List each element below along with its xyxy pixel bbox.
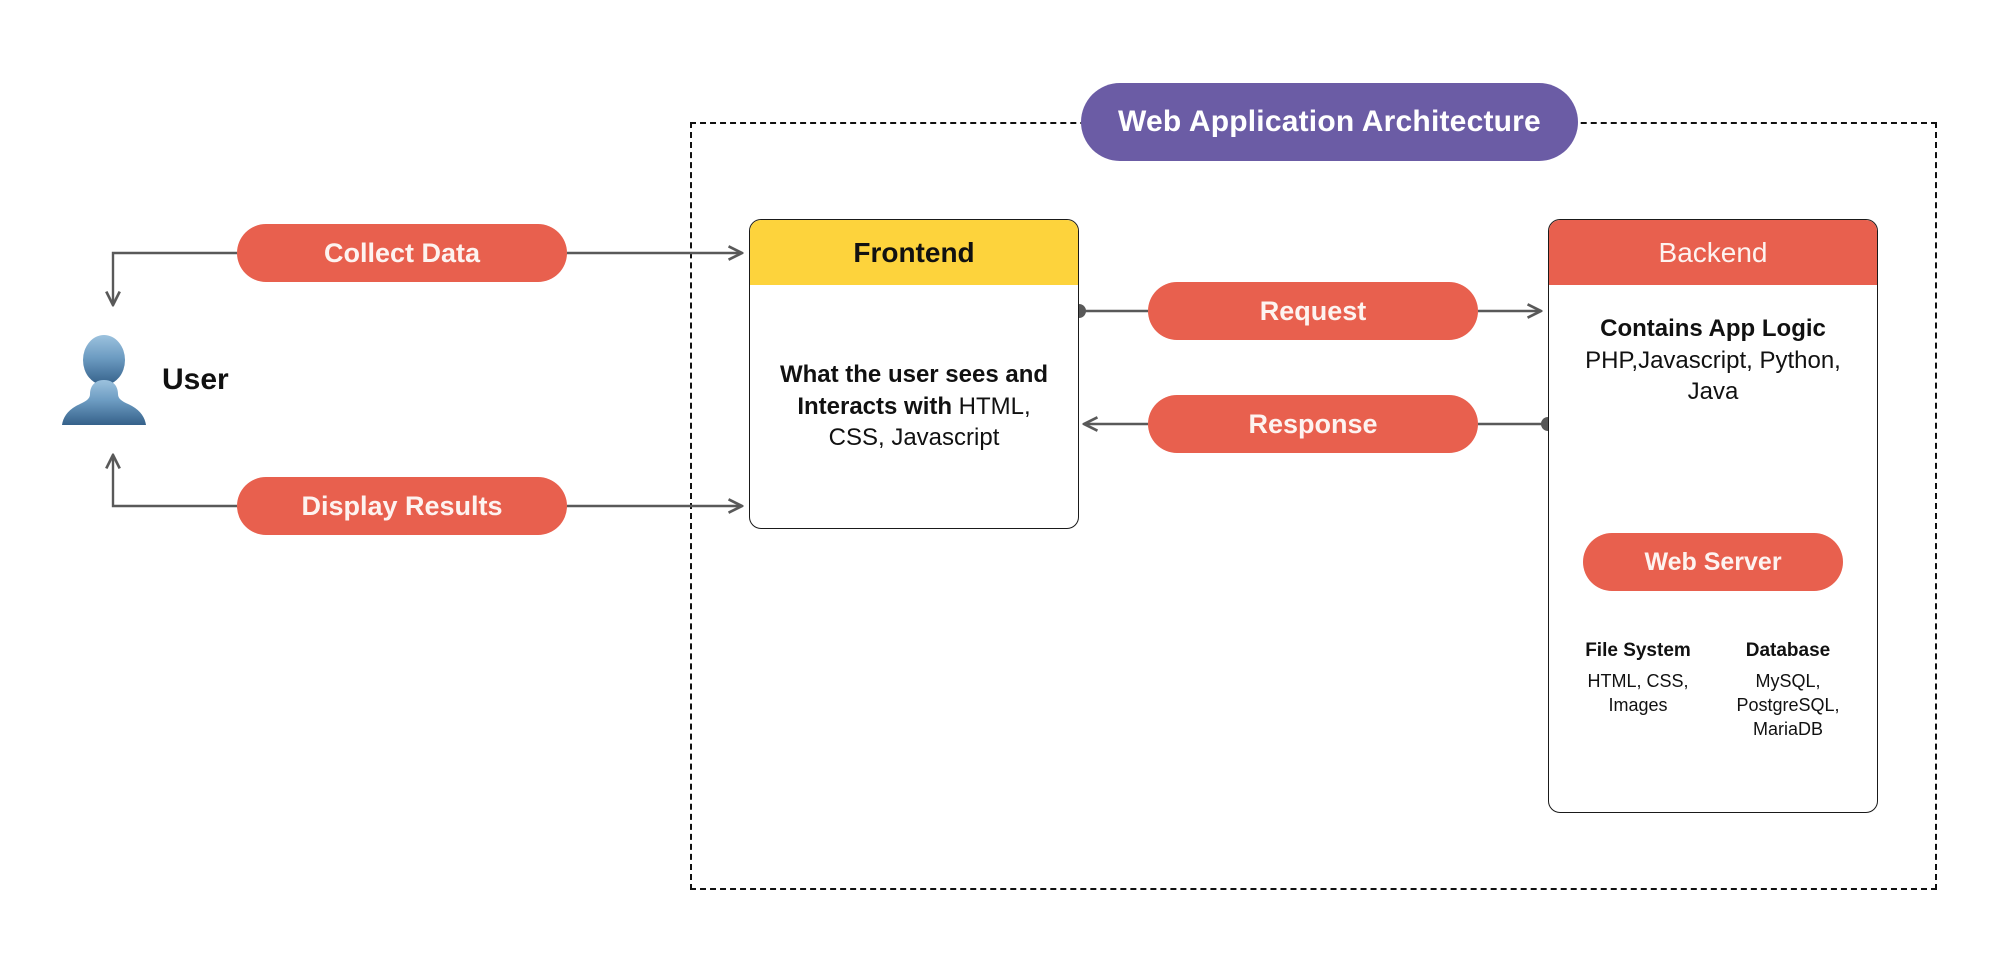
frontend-body-strong: What the user sees and Interacts with xyxy=(779,360,1049,420)
pill-response[interactable]: Response xyxy=(1148,395,1478,453)
pill-collect-data[interactable]: Collect Data xyxy=(237,224,567,282)
backend-col-file-system: File System HTML, CSS, Images xyxy=(1563,640,1713,742)
frontend-header: Frontend xyxy=(750,220,1078,285)
backend-card[interactable]: Backend Contains App Logic PHP,Javascrip… xyxy=(1548,219,1878,813)
pill-request[interactable]: Request xyxy=(1148,282,1478,340)
architecture-title: Web Application Architecture xyxy=(1081,83,1578,161)
database-items: MySQL, PostgreSQL, MariaDB xyxy=(1736,671,1840,739)
frontend-body: What the user sees and Interacts with HT… xyxy=(750,285,1078,528)
backend-header: Backend xyxy=(1549,220,1877,285)
file-system-title: File System xyxy=(1585,640,1691,661)
file-system-items: HTML, CSS, Images xyxy=(1587,671,1689,715)
pill-web-server[interactable]: Web Server xyxy=(1583,533,1843,591)
user-avatar-icon xyxy=(62,335,146,425)
frontend-card[interactable]: Frontend What the user sees and Interact… xyxy=(749,219,1079,529)
backend-logic-items: PHP,Javascript, Python, Java xyxy=(1585,346,1841,406)
user-node: User xyxy=(60,325,320,435)
user-label: User xyxy=(162,363,229,396)
backend-logic: Contains App Logic PHP,Javascript, Pytho… xyxy=(1549,313,1877,408)
pill-display-results[interactable]: Display Results xyxy=(237,477,567,535)
database-title: Database xyxy=(1745,640,1831,661)
backend-resource-columns: File System HTML, CSS, Images Database M… xyxy=(1549,640,1877,742)
backend-col-database: Database MySQL, PostgreSQL, MariaDB xyxy=(1713,640,1863,742)
frontend-body-normal: HTML, CSS, Javascript xyxy=(828,392,1031,452)
backend-logic-title: Contains App Logic xyxy=(1600,315,1826,342)
